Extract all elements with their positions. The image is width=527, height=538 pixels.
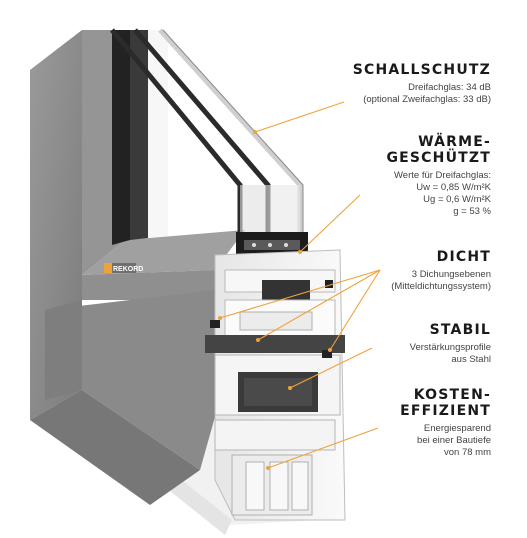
- feature-schallschutz: SCHALLSCHUTZ Dreifachglas: 34 dB (option…: [353, 62, 491, 106]
- feature-title: WÄRME- GESCHÜTZT: [386, 134, 491, 166]
- feature-stabil: STABIL Verstärkungsprofile aus Stahl: [410, 322, 491, 366]
- feature-kosteneffizient: KOSTEN- EFFIZIENT Energiesparend bei ein…: [400, 387, 491, 459]
- feature-title: DICHT: [436, 249, 491, 265]
- triple-glazing: [110, 28, 304, 245]
- feature-title: KOSTEN- EFFIZIENT: [400, 387, 491, 419]
- logo-text: REKORD: [113, 266, 143, 273]
- feature-description: Energiesparend bei einer Bautiefe von 78…: [417, 423, 491, 458]
- leader-lines: [218, 101, 381, 470]
- feature-title: STABIL: [429, 322, 491, 338]
- pvc-profile: [205, 249, 346, 521]
- feature-description: Verstärkungsprofile aus Stahl: [409, 342, 491, 365]
- feature-dicht: DICHT 3 Dichungsebenen (Mitteldichtungss…: [391, 249, 491, 293]
- rekord-logo: REKORD: [104, 263, 143, 273]
- feature-description: Werte für Dreifachglas: Uw = 0,85 W/m²K …: [394, 170, 491, 217]
- feature-waermegeschuetzt: WÄRME- GESCHÜTZT Werte für Dreifachglas:…: [386, 134, 491, 218]
- feature-description: Dreifachglas: 34 dB (optional Zweifachgl…: [363, 82, 491, 105]
- feature-description: 3 Dichungsebenen (Mitteldichtungssystem): [391, 269, 491, 292]
- feature-title: SCHALLSCHUTZ: [352, 62, 491, 78]
